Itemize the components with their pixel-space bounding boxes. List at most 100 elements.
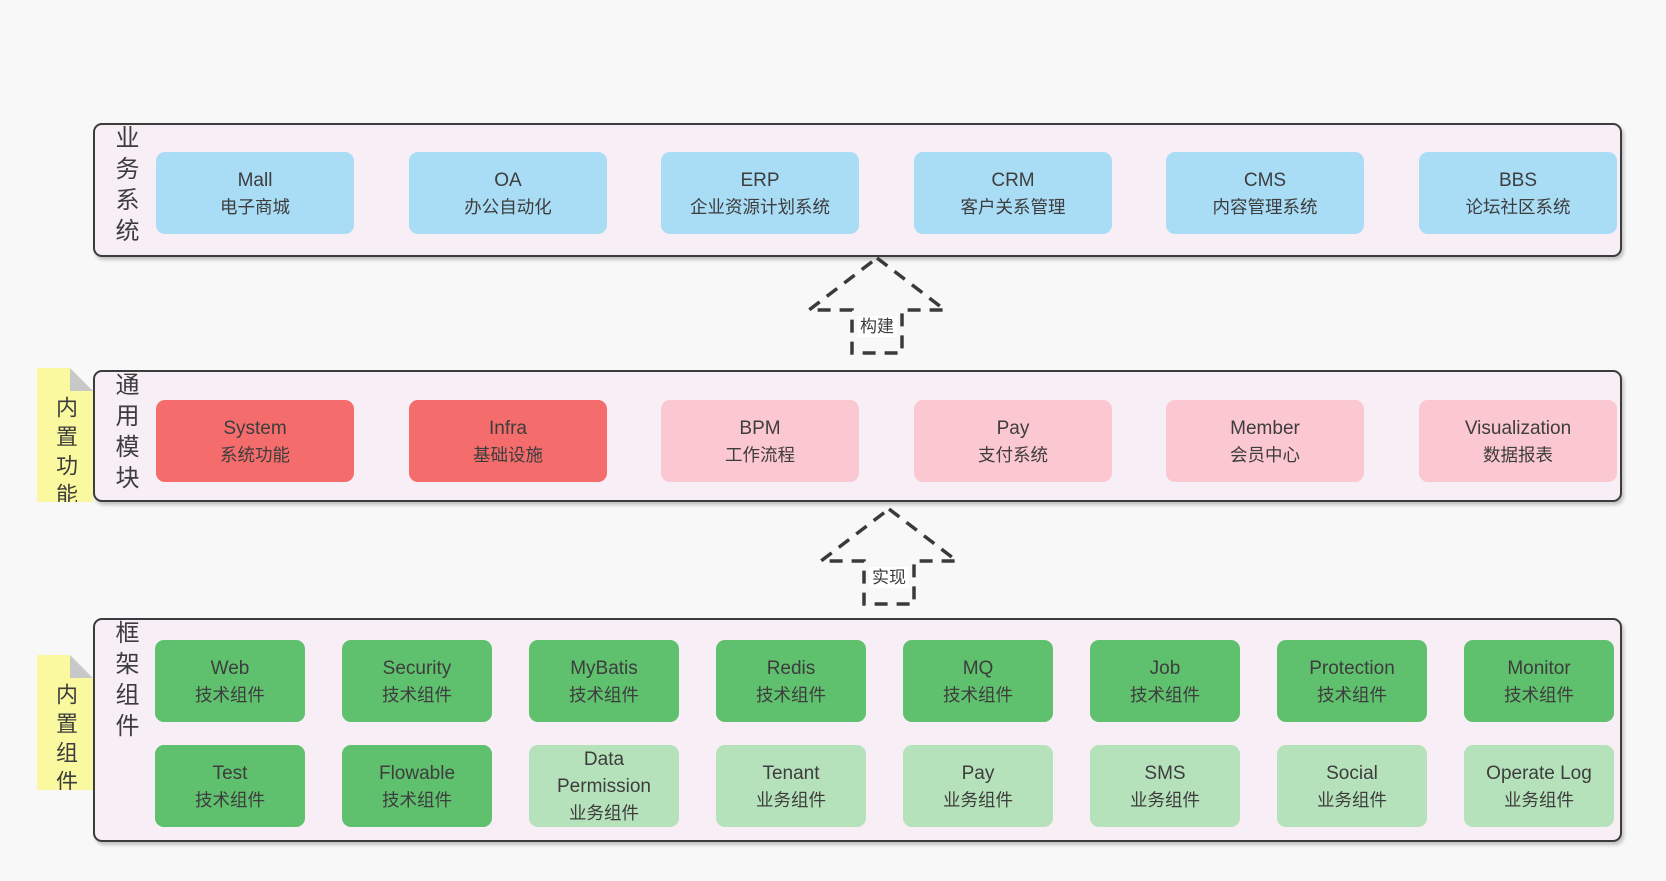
component-name: Visualization xyxy=(1464,417,1572,439)
component-name: MQ xyxy=(962,657,994,679)
component-box-cms: CMS 内容管理系统 xyxy=(1166,152,1364,234)
component-name: ERP xyxy=(740,169,780,191)
component-box-oa: OA 办公自动化 xyxy=(409,152,607,234)
component-box-monitor: Monitor 技术组件 xyxy=(1464,640,1614,722)
component-name: Data Permission xyxy=(557,749,651,797)
component-name: Test xyxy=(212,762,248,784)
component-description: 论坛社区系统 xyxy=(1465,196,1571,217)
component-description: 会员中心 xyxy=(1230,444,1300,465)
component-name: System xyxy=(223,417,287,439)
component-description: 内容管理系统 xyxy=(1212,196,1318,217)
component-name: Flowable xyxy=(378,762,456,784)
component-name: OA xyxy=(494,169,522,191)
component-name: BBS xyxy=(1498,169,1538,191)
component-description: 业务组件 xyxy=(756,789,826,810)
component-description: 基础设施 xyxy=(473,444,543,465)
business-systems-label: 业务系统 xyxy=(111,125,138,249)
built-in-features-tag-label: 内置功能 xyxy=(53,396,78,512)
component-description: 工作流程 xyxy=(725,444,795,465)
component-description: 支付系统 xyxy=(978,444,1048,465)
component-box-mall: Mall 电子商城 xyxy=(156,152,354,234)
component-box-infra: Infra 基础设施 xyxy=(409,400,607,482)
component-box-job: Job 技术组件 xyxy=(1090,640,1240,722)
component-description: 技术组件 xyxy=(382,789,452,810)
component-name: MyBatis xyxy=(570,657,638,679)
component-name: Protection xyxy=(1309,657,1395,679)
component-description: 业务组件 xyxy=(1317,789,1387,810)
component-description: 业务组件 xyxy=(1504,789,1574,810)
component-name: SMS xyxy=(1144,762,1186,784)
component-name: Monitor xyxy=(1507,657,1571,679)
component-name: Social xyxy=(1326,762,1378,784)
component-box-test: Test 技术组件 xyxy=(155,745,305,827)
component-box-crm: CRM 客户关系管理 xyxy=(914,152,1112,234)
component-name: Redis xyxy=(766,657,816,679)
component-name: Security xyxy=(382,657,452,679)
component-box-member: Member 会员中心 xyxy=(1166,400,1364,482)
component-name: Job xyxy=(1149,657,1181,679)
component-description: 技术组件 xyxy=(569,684,639,705)
component-box-pay: Pay 支付系统 xyxy=(914,400,1112,482)
dashed-up-arrow-icon xyxy=(806,255,948,355)
component-description: 技术组件 xyxy=(756,684,826,705)
component-box-visualization: Visualization 数据报表 xyxy=(1419,400,1617,482)
component-name: Mall xyxy=(237,169,273,191)
framework-components-label: 框架组件 xyxy=(111,620,138,744)
component-box-social: Social 业务组件 xyxy=(1277,745,1427,827)
component-box-redis: Redis 技术组件 xyxy=(716,640,866,722)
folded-corner-icon xyxy=(70,655,93,678)
component-description: 技术组件 xyxy=(1504,684,1574,705)
component-box-system: System 系统功能 xyxy=(156,400,354,482)
built-in-components-tag: 内置组件 xyxy=(37,655,93,790)
component-description: 技术组件 xyxy=(195,684,265,705)
component-name: Operate Log xyxy=(1486,762,1592,784)
component-box-data-permission: Data Permission 业务组件 xyxy=(529,745,679,827)
folded-corner-icon xyxy=(70,368,93,391)
component-box-operate-log: Operate Log 业务组件 xyxy=(1464,745,1614,827)
component-name: Member xyxy=(1230,417,1300,439)
common-modules-container: 通用模块 System 系统功能 Infra 基础设施 BPM 工作流程 Pay 支付系统 Me… xyxy=(93,370,1622,502)
component-name: CRM xyxy=(991,169,1035,191)
component-description: 技术组件 xyxy=(1130,684,1200,705)
build-arrow: 构建 xyxy=(806,255,948,356)
component-name: Pay xyxy=(961,762,995,784)
component-box-sms: SMS 业务组件 xyxy=(1090,745,1240,827)
built-in-features-tag: 内置功能 xyxy=(37,368,93,502)
component-description: 系统功能 xyxy=(220,444,290,465)
component-box-tenant: Tenant 业务组件 xyxy=(716,745,866,827)
component-description: 技术组件 xyxy=(195,789,265,810)
implement-arrow: 实现 xyxy=(818,506,960,607)
component-description: 客户关系管理 xyxy=(960,196,1066,217)
component-description: 业务组件 xyxy=(1130,789,1200,810)
component-description: 数据报表 xyxy=(1483,444,1553,465)
built-in-components-tag-label: 内置组件 xyxy=(53,683,78,799)
component-name: BPM xyxy=(739,417,781,439)
component-name: Pay xyxy=(996,417,1030,439)
component-name: CMS xyxy=(1243,169,1287,191)
component-name: Tenant xyxy=(762,762,820,784)
component-box-erp: ERP 企业资源计划系统 xyxy=(661,152,859,234)
business-systems-container: 业务系统 Mall 电子商城 OA 办公自动化 ERP 企业资源计划系统 CRM 客户关系管理… xyxy=(93,123,1622,257)
dashed-up-arrow-icon xyxy=(818,506,960,606)
component-box-bpm: BPM 工作流程 xyxy=(661,400,859,482)
component-box-pay: Pay 业务组件 xyxy=(903,745,1053,827)
component-box-mybatis: MyBatis 技术组件 xyxy=(529,640,679,722)
build-arrow-label: 构建 xyxy=(857,316,897,337)
component-description: 技术组件 xyxy=(1317,684,1387,705)
component-description: 企业资源计划系统 xyxy=(690,196,830,217)
component-description: 电子商城 xyxy=(220,196,290,217)
component-box-protection: Protection 技术组件 xyxy=(1277,640,1427,722)
common-modules-label: 通用模块 xyxy=(111,372,138,496)
component-description: 业务组件 xyxy=(943,789,1013,810)
component-description: 业务组件 xyxy=(569,803,639,823)
component-name: Infra xyxy=(488,417,528,439)
component-box-flowable: Flowable 技术组件 xyxy=(342,745,492,827)
implement-arrow-label: 实现 xyxy=(869,567,909,588)
component-box-bbs: BBS 论坛社区系统 xyxy=(1419,152,1617,234)
component-description: 办公自动化 xyxy=(464,196,552,217)
